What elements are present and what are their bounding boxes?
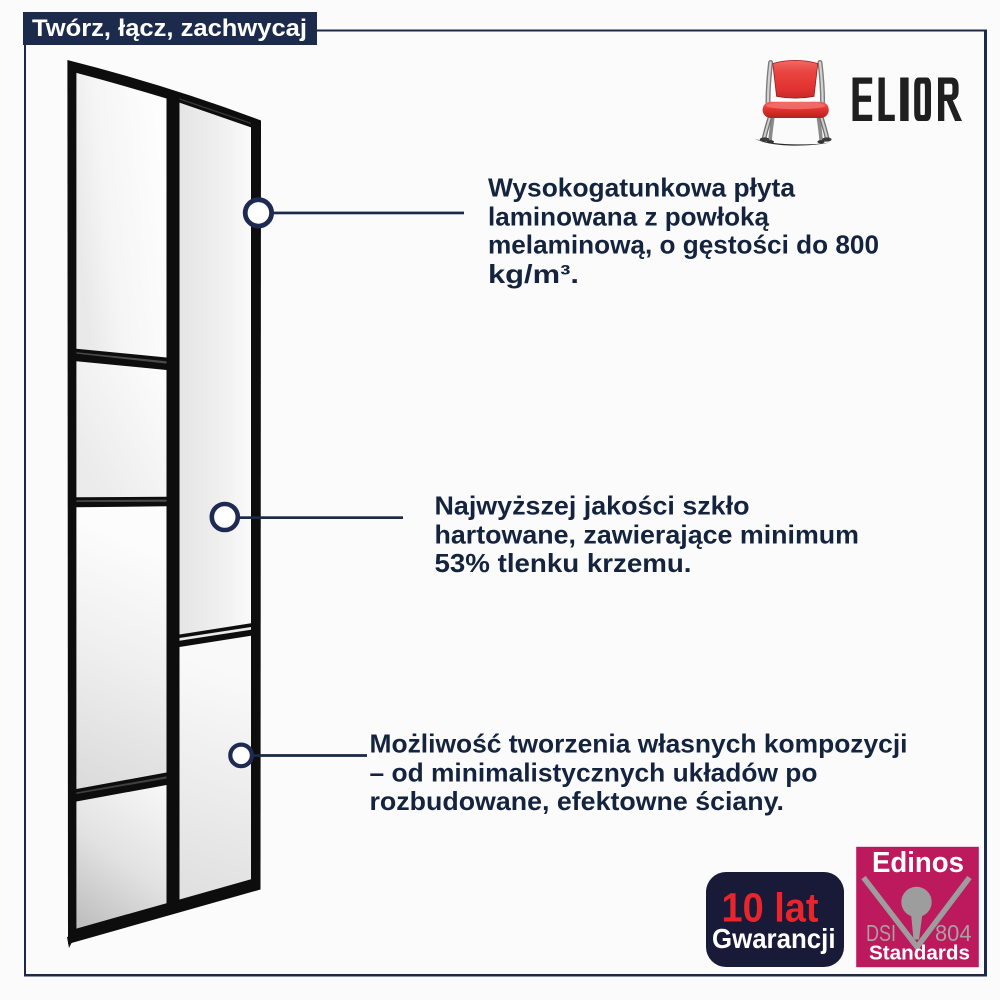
- svg-text:Standards: Standards: [869, 942, 970, 965]
- svg-text:DSI: DSI: [866, 920, 896, 946]
- svg-text:Wysokogatunkowa płyta: Wysokogatunkowa płyta: [488, 173, 796, 203]
- svg-text:Gwarancji: Gwarancji: [712, 923, 836, 954]
- svg-text:rozbudowane, efektowne ściany.: rozbudowane, efektowne ściany.: [370, 786, 785, 816]
- svg-text:kg/m³.: kg/m³.: [488, 259, 579, 289]
- svg-text:53% tlenku krzemu.: 53% tlenku krzemu.: [435, 548, 692, 578]
- svg-text:Edinos: Edinos: [872, 847, 964, 879]
- svg-text:hartowane, zawierające minimum: hartowane, zawierające minimum: [435, 520, 860, 550]
- svg-text:Najwyższej jakości szkło: Najwyższej jakości szkło: [435, 491, 750, 521]
- svg-text:Możliwość tworzenia własnych k: Możliwość tworzenia własnych kompozycji: [370, 728, 908, 758]
- svg-text:laminowana z powłoką: laminowana z powłoką: [488, 202, 770, 232]
- svg-text:Twórz, łącz, zachwycaj: Twórz, łącz, zachwycaj: [32, 15, 307, 42]
- svg-text:10 lat: 10 lat: [722, 885, 819, 931]
- svg-text:– od minimalistycznych układów: – od minimalistycznych układów po: [370, 757, 818, 787]
- svg-text:804: 804: [935, 920, 972, 946]
- svg-text:melaminową, o gęstości do 800: melaminową, o gęstości do 800: [488, 230, 879, 260]
